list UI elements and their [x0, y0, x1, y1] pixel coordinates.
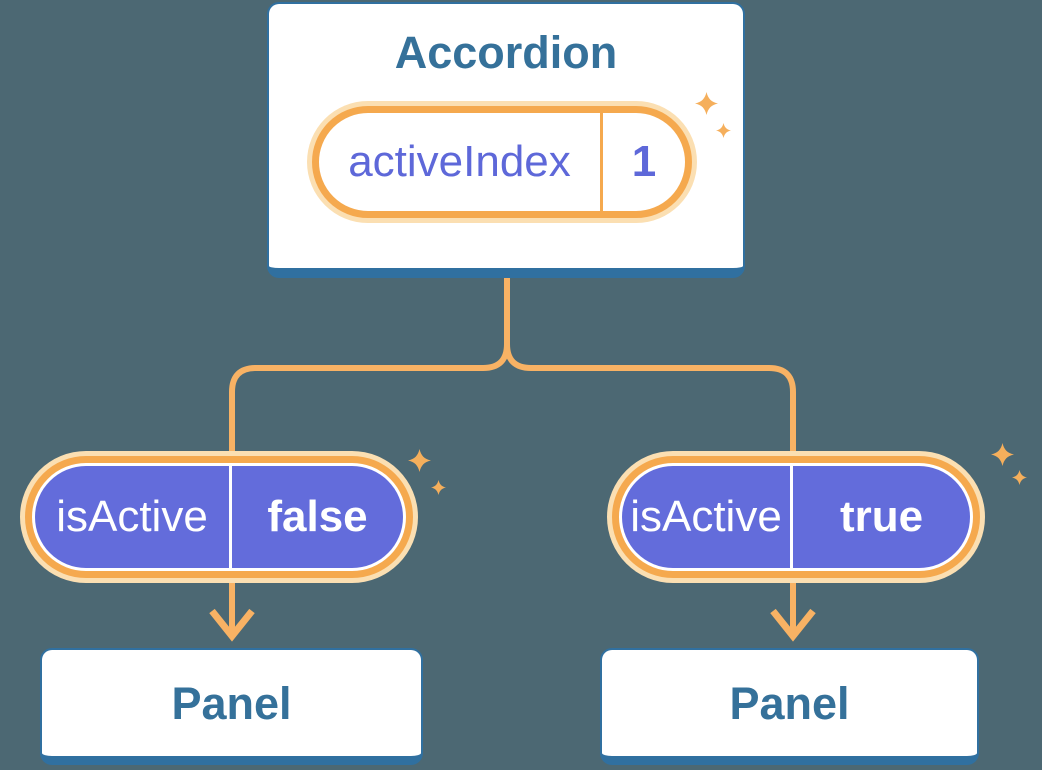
arrowhead-right-icon [770, 608, 816, 642]
sparkle-icon [431, 480, 446, 495]
panel-title: Panel [729, 677, 850, 729]
prop-pill-isactive-true: isActive true [607, 451, 985, 583]
state-pill-divider [600, 113, 603, 211]
prop-pill-ring: isActive true [612, 456, 980, 578]
accordion-title: Accordion [394, 27, 618, 78]
prop-pill-inner: isActive false [35, 466, 403, 568]
prop-pill-isactive-false: isActive false [20, 451, 418, 583]
prop-pill-inner: isActive true [622, 466, 970, 568]
prop-pill-value: false [232, 466, 403, 568]
panel-title: Panel [171, 677, 292, 729]
sparkle-icon [695, 92, 718, 115]
sparkle-icon [991, 443, 1014, 466]
state-pill: activeIndex 1 [307, 101, 697, 223]
prop-pill-label: isActive [35, 466, 229, 568]
accordion-component-card: Accordion activeIndex 1 [267, 2, 745, 278]
connector-right-branch [504, 274, 796, 633]
state-pill-value: 1 [631, 137, 657, 186]
sparkle-icon [716, 123, 731, 138]
panel-component-card-right: Panel [600, 648, 979, 765]
prop-pill-value: true [793, 466, 970, 568]
prop-pill-label: isActive [622, 466, 790, 568]
state-pill-label: activeIndex [348, 137, 571, 186]
sparkle-icon [408, 449, 431, 472]
arrowhead-left-icon [209, 608, 255, 642]
prop-pill-ring: isActive false [25, 456, 413, 578]
sparkle-icon [1012, 470, 1027, 485]
panel-component-card-left: Panel [40, 648, 423, 765]
state-pill-ring: activeIndex 1 [312, 106, 692, 218]
